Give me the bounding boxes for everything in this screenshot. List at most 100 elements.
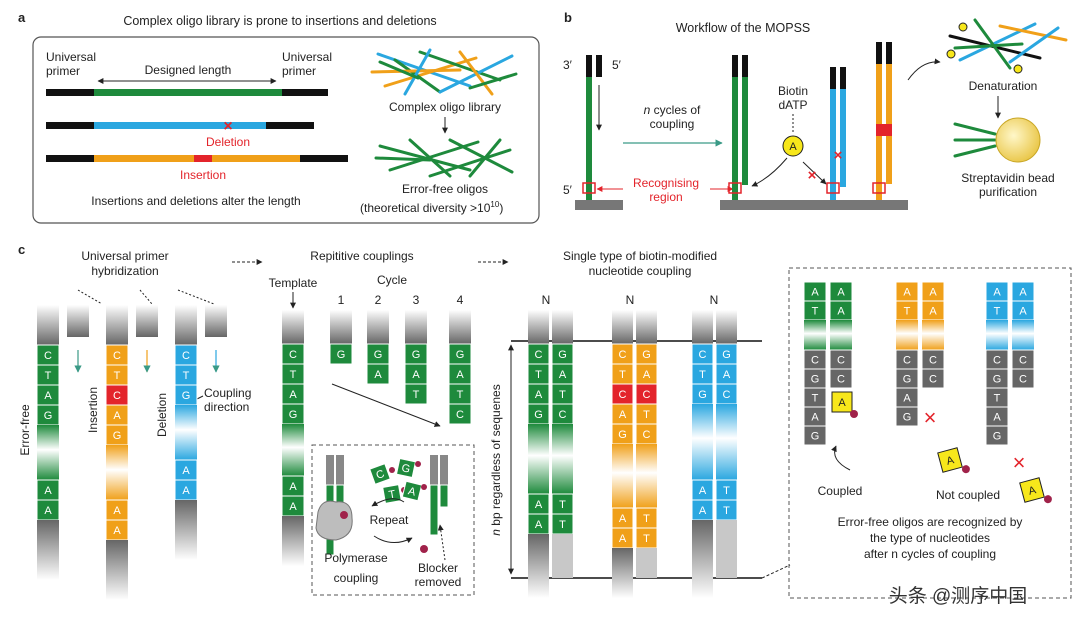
- nucleotide-letter: G: [903, 412, 912, 424]
- coupled-gap: [552, 424, 573, 494]
- universal-primer-left-1: Universal: [46, 50, 96, 64]
- primer-top: [586, 55, 592, 77]
- hybridization-dotted-line: [77, 289, 103, 305]
- nucleotide-letter: A: [993, 287, 1001, 299]
- complex-oligo-library-illustration: [370, 48, 518, 96]
- nucleotide-letter: A: [44, 485, 52, 497]
- nucleotide-letter: A: [113, 505, 121, 517]
- zoom-gray-nucleotide: [1011, 368, 1035, 389]
- polymerase-detail-box: [311, 444, 475, 596]
- deletion-label: Deletion: [206, 135, 250, 149]
- cycle-number: 3: [413, 293, 420, 307]
- biotin-mark: [946, 49, 956, 59]
- coupled-tail: [636, 548, 657, 578]
- nucleotide-letter: T: [290, 369, 297, 381]
- nucleotide-letter: A: [289, 501, 297, 513]
- primer-stub: [37, 305, 59, 345]
- nucleotide-letter: A: [113, 410, 121, 422]
- primer-stub: [330, 310, 352, 344]
- nucleotide-letter: A: [559, 369, 567, 381]
- template-gap: [282, 424, 304, 476]
- nucleotide-letter: C: [929, 374, 937, 386]
- biotin-datp-icon: [782, 135, 804, 157]
- coupled-gap: [716, 404, 737, 480]
- biotin-mark: [958, 22, 968, 32]
- nucleotide-letter: C: [699, 349, 707, 361]
- diversity-label: (theoretical diversity >1010): [360, 200, 503, 215]
- universal-primer-right-1: Universal: [282, 50, 332, 64]
- nucleotide-letter: C: [837, 355, 845, 367]
- nucleotide-letter: C: [375, 468, 387, 482]
- biotin-mark: [1043, 495, 1052, 504]
- insertion-strand: [212, 155, 300, 162]
- primer-block: [46, 89, 94, 96]
- primer-top: [596, 55, 602, 77]
- nucleotide-letter: C: [723, 389, 731, 401]
- nucleotide-letter: T: [904, 306, 911, 318]
- insertion-segment: [876, 124, 892, 136]
- nucleotide-letter: G: [993, 431, 1002, 443]
- nucleotide-letter: G: [811, 374, 820, 386]
- nucleotide-letter: C: [456, 409, 464, 421]
- polymerase-label: Polymerase: [324, 551, 388, 565]
- biotin-label-1: Biotin: [778, 84, 808, 98]
- cycle-number: 4: [457, 293, 464, 307]
- coupling-direction-label-1: Coupling: [204, 386, 251, 400]
- zoom-gray-nucleotide: [803, 425, 827, 446]
- template-gap: [37, 425, 59, 480]
- free-nucleotide-box: [395, 457, 417, 479]
- nucleotide-letter: C: [1019, 355, 1027, 367]
- recognition-text-2: the type of nucleotides: [870, 531, 990, 545]
- primer-stub: [692, 310, 713, 344]
- growing-strand: [439, 484, 449, 508]
- to-denaturation-arrow: [907, 58, 941, 81]
- end-5-label: 5′: [612, 58, 622, 72]
- zoom-connector: [761, 564, 791, 579]
- nucleotide-letter: A: [619, 409, 627, 421]
- polymerase-icon: [315, 500, 353, 541]
- nucleotide-letter: C: [619, 389, 627, 401]
- zoom-gray-nucleotide: [895, 406, 919, 427]
- nucleotide-letter: G: [993, 374, 1002, 386]
- nucleotide-letter: A: [182, 465, 190, 477]
- nucleotide-letter: A: [811, 287, 819, 299]
- denaturation-label: Denaturation: [969, 79, 1038, 93]
- nucleotide-letter: C: [619, 349, 627, 361]
- free-nucleotide: C: [369, 463, 391, 485]
- step3-label-1: Single type of biotin-modified: [563, 249, 717, 263]
- not-coupled-cross-icon: ×: [924, 405, 937, 430]
- zoom-gray-nucleotide: [985, 425, 1009, 446]
- zoom-gap: [922, 320, 944, 350]
- zoom-box: [788, 267, 1072, 599]
- primer-block: [282, 89, 328, 96]
- biotin-blocked-arrow: [802, 161, 827, 185]
- template-tail: [692, 520, 713, 598]
- nucleotide-letter: A: [44, 505, 52, 517]
- free-nucleotide-box: [369, 463, 391, 485]
- template-gap: [692, 404, 713, 480]
- nucleotide-letter: T: [699, 369, 706, 381]
- primer-top: [742, 55, 748, 77]
- nucleotide-letter: A: [643, 369, 651, 381]
- nucleotide-letter: A: [903, 393, 911, 405]
- nucleotide-letter: G: [811, 431, 820, 443]
- primer-stub: [552, 310, 573, 344]
- panel-label-c: c: [18, 242, 25, 257]
- coupled-nucleotide: [404, 383, 428, 405]
- nucleotide-letter: G: [113, 430, 122, 442]
- panel-b-title: Workflow of the MOPSS: [676, 21, 811, 35]
- insertion-label: Insertion: [180, 168, 226, 182]
- panel-c: c Universal primer hybridization Repitit…: [18, 242, 1072, 600]
- nucleotide-letter: C: [811, 355, 819, 367]
- repeat-label: Repeat: [370, 513, 409, 527]
- nucleotide-letter: A: [619, 513, 627, 525]
- biotin-label-2: dATP: [778, 98, 807, 112]
- nucleotide-letter: G: [534, 409, 543, 421]
- step2-label: Repititive couplings: [310, 249, 413, 263]
- insertion-side-label: Insertion: [86, 387, 100, 433]
- error-free-oligos-illustration: [374, 138, 514, 178]
- free-biotin-a: A: [937, 447, 970, 474]
- hybridization-dotted-line: [177, 289, 215, 305]
- zoom-gap: [896, 320, 918, 350]
